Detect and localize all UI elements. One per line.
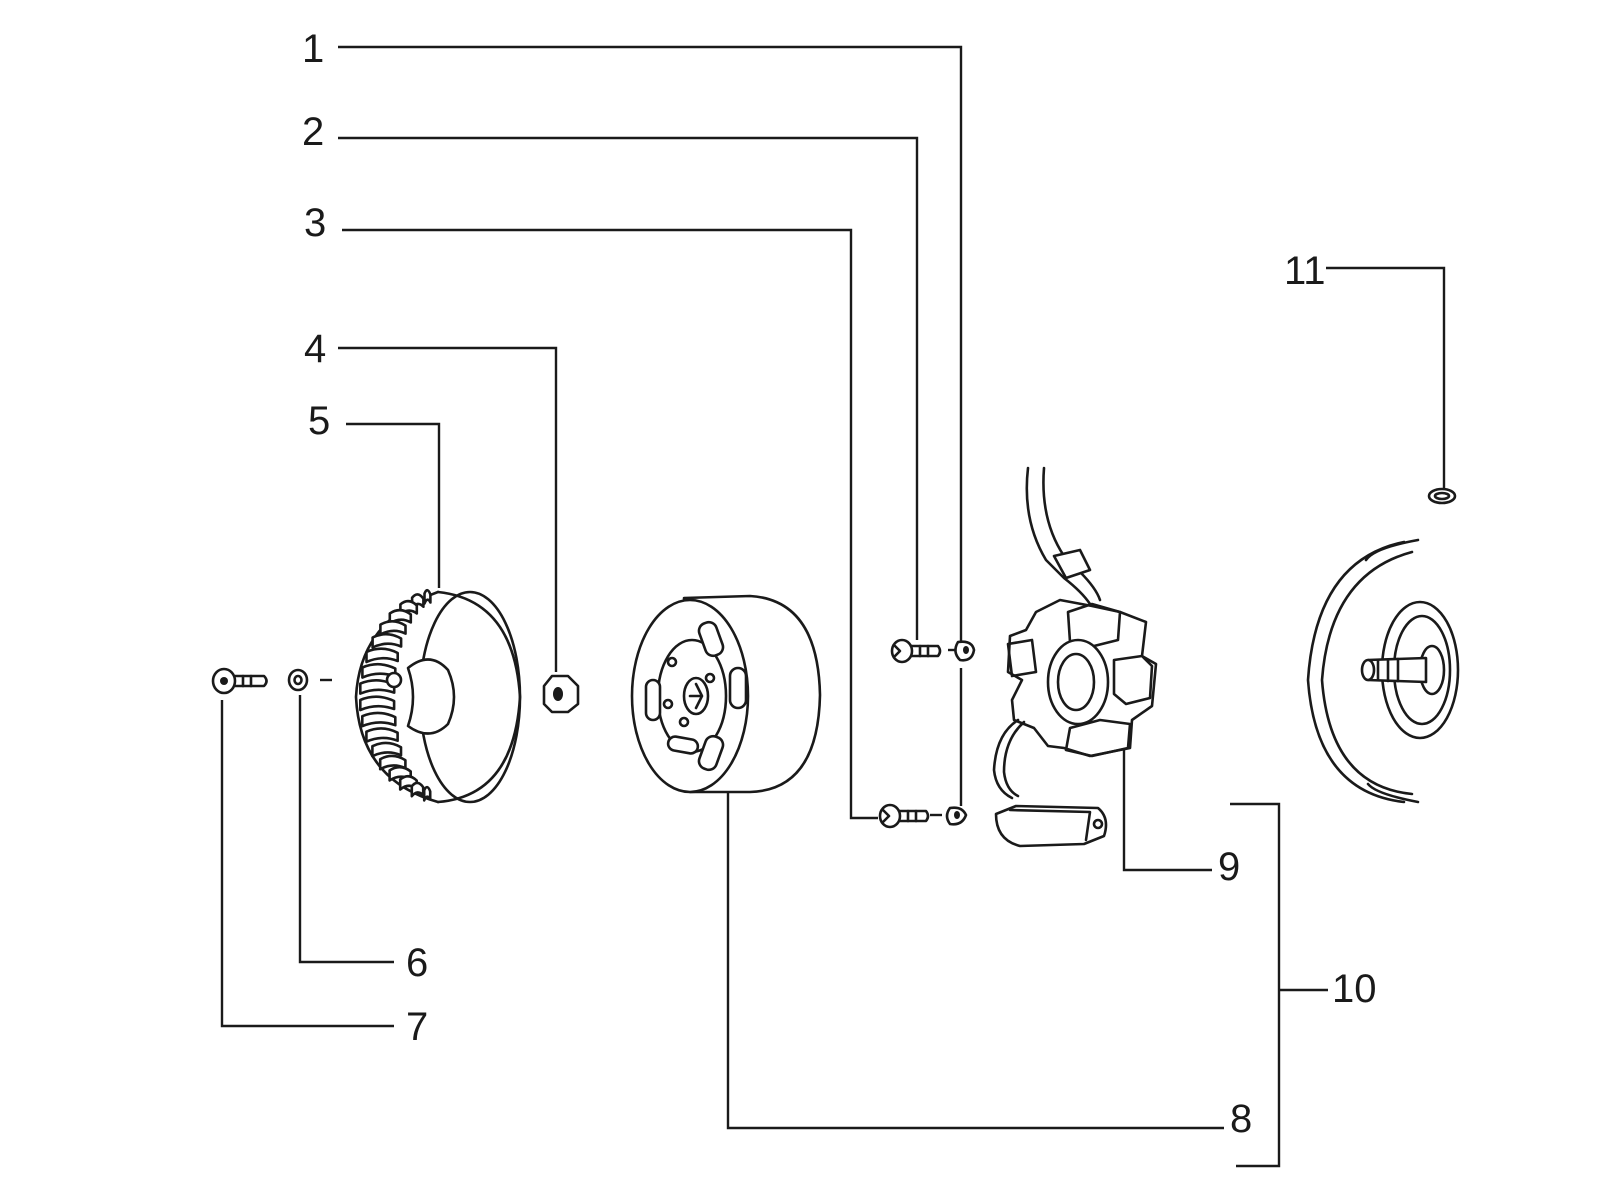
callout-labels: 1 2 3 4 5 6 7 8 9 10 11 bbox=[302, 27, 1377, 1141]
fan-blade bbox=[365, 647, 399, 664]
part-8-rotor bbox=[630, 594, 822, 794]
part-6-washer bbox=[287, 668, 309, 692]
fan-blade bbox=[371, 632, 403, 649]
callout-2: 2 bbox=[302, 110, 324, 154]
leader-line-4 bbox=[338, 346, 558, 672]
fan-blade bbox=[365, 727, 399, 743]
callout-9: 9 bbox=[1218, 845, 1240, 889]
fan-blade bbox=[361, 711, 397, 728]
fan-blade bbox=[379, 620, 407, 636]
callout-5: 5 bbox=[308, 399, 330, 443]
leader-line-3 bbox=[342, 228, 878, 820]
leader-line-7 bbox=[220, 700, 394, 1028]
callout-3: 3 bbox=[304, 201, 326, 245]
part-1-washers bbox=[945, 640, 976, 826]
leader-line-2 bbox=[338, 136, 919, 640]
part-9-stator bbox=[992, 466, 1158, 848]
part-2-screw bbox=[890, 638, 942, 664]
fan-blade bbox=[359, 679, 396, 695]
leader-line-5 bbox=[346, 422, 441, 588]
leader-line-10-bracket bbox=[1230, 802, 1281, 1168]
leader-line-6 bbox=[298, 695, 394, 964]
callout-6: 6 bbox=[406, 941, 428, 985]
callout-10: 10 bbox=[1332, 967, 1377, 1011]
fan-blade bbox=[422, 785, 432, 802]
callout-7: 7 bbox=[406, 1005, 428, 1049]
leader-line-1 bbox=[338, 45, 963, 650]
crankcase-reference bbox=[1306, 538, 1460, 804]
callout-11: 11 bbox=[1284, 249, 1326, 293]
leader-line-9 bbox=[1122, 738, 1212, 872]
fan-blade bbox=[371, 741, 403, 758]
leader-lines bbox=[220, 45, 1446, 1168]
fan-blade bbox=[423, 588, 432, 605]
callout-4: 4 bbox=[304, 327, 326, 371]
part-5-flywheel-fan bbox=[354, 588, 522, 804]
leader-line-8 bbox=[726, 790, 1224, 1130]
part-3-screw bbox=[878, 803, 930, 829]
callout-1: 1 bbox=[302, 27, 324, 71]
part-11-key bbox=[1427, 487, 1457, 505]
fan-blade bbox=[359, 695, 396, 712]
leader-line-11 bbox=[1326, 266, 1446, 494]
part-7-screw bbox=[211, 667, 268, 695]
callout-8: 8 bbox=[1230, 1097, 1252, 1141]
part-4-nut bbox=[542, 674, 580, 714]
